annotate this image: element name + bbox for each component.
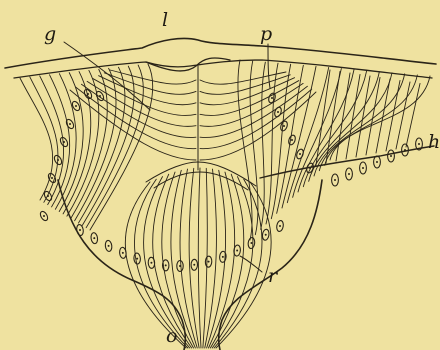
label-r: r (268, 265, 279, 287)
bulb-nucleus (90, 232, 98, 244)
bulb-outline (58, 146, 434, 350)
pit-fiber-right (200, 72, 286, 84)
bulb-nucleus (276, 220, 284, 232)
bulb-nucleus (248, 237, 256, 249)
shelf-nucleus (374, 156, 381, 168)
left-nucleus (39, 210, 49, 222)
right-nucleus (287, 134, 296, 145)
bulb-fiber (212, 177, 253, 348)
shelf-nucleus (360, 162, 367, 174)
label-g: g (44, 23, 56, 45)
left-nucleus (65, 118, 75, 130)
label-p: p (260, 23, 272, 45)
label-l: l (162, 9, 168, 31)
right-nucleus (279, 120, 288, 131)
label-h: h (428, 131, 440, 153)
bulb-nucleus (262, 229, 270, 241)
bulb-fiber (198, 168, 201, 348)
left-fan-fiber (20, 78, 53, 200)
pit-fiber-left (76, 87, 196, 149)
left-fan-fiber (30, 77, 58, 202)
right-nucleus (267, 92, 276, 103)
shelf-nucleus (388, 150, 395, 162)
left-nucleus (83, 88, 93, 100)
bulb-nucleus (191, 259, 198, 270)
bulb-nucleus (105, 240, 113, 252)
bulb-nucleus (205, 256, 212, 267)
bulb-nucleus (76, 224, 84, 236)
bulb-fiber (203, 168, 208, 348)
bulb-nucleus (177, 261, 183, 272)
right-nucleus (305, 162, 314, 173)
pit-fiber-right (200, 75, 290, 95)
bulb-nucleus (134, 253, 141, 264)
left-nucleus (43, 190, 53, 202)
label-o: o (166, 325, 177, 347)
left-nucleus (59, 136, 69, 148)
shelf-nucleus (346, 168, 353, 180)
foveal-pit-outline (146, 58, 256, 190)
bulb-fiber (189, 168, 199, 348)
nerve-fiber-lines (20, 60, 430, 348)
left-nucleus (53, 154, 63, 166)
right-fan-fiber (293, 69, 342, 198)
shelf-nucleus (332, 174, 339, 186)
